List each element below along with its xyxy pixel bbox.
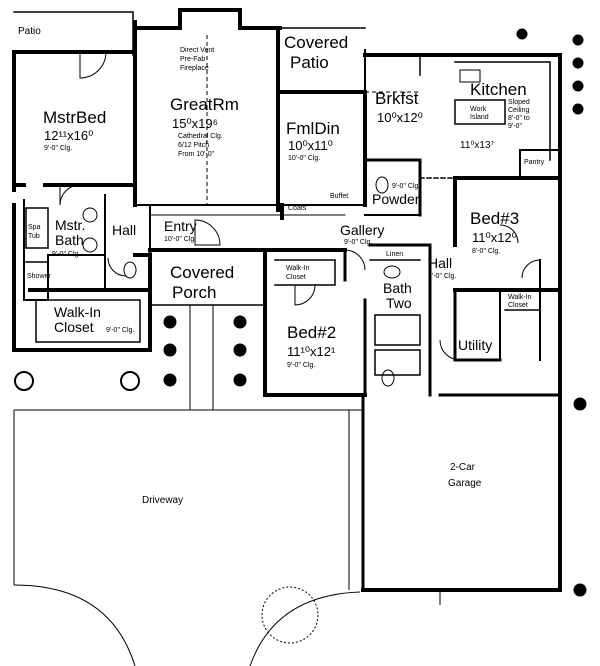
shrub-icon	[573, 397, 587, 411]
walkin-closet-bed2-line-1: Walk-In	[286, 265, 310, 272]
bed3-label: Bed#3	[470, 209, 519, 228]
work-island-line-2: Island	[470, 114, 489, 121]
garage-line-1: 2-Car	[450, 462, 476, 473]
hall-east-clg: 9'-0" Clg.	[428, 273, 456, 280]
greatrm-clg-3: From 10'-0"	[178, 151, 215, 158]
shower-label: Shower	[27, 273, 51, 280]
entry-clg: 10'-0" Clg.	[164, 236, 196, 243]
shrub-icon	[573, 583, 587, 597]
hall-west-label: Hall	[112, 222, 136, 238]
shrub-icon	[163, 343, 177, 357]
shrub-icon	[233, 343, 247, 357]
mstrbed-dim: 12¹¹x16⁰	[44, 128, 93, 143]
coats-label: Coats	[288, 205, 307, 212]
shrub-icon	[233, 373, 247, 387]
shrub-icon	[572, 80, 584, 92]
walkin-closet-mstr-line-2: Closet	[54, 319, 94, 335]
utility-label: Utility	[458, 337, 492, 353]
shrub-icon	[572, 103, 584, 115]
walkin-closet-bed2-line-2: Closet	[286, 274, 306, 281]
shrub-icon	[120, 371, 140, 391]
brkfst-dim: 10⁰x12⁰	[377, 110, 423, 125]
buffet-label: Buffet	[330, 193, 348, 200]
mstr-bath-line-1: Mstr.	[55, 217, 85, 233]
work-island-line-1: Work	[470, 106, 487, 113]
walkin-closet-mstr-line-1: Walk-In	[54, 304, 101, 320]
walls	[12, 8, 562, 592]
entry-label: Entry	[164, 218, 197, 234]
greatrm-dim: 15⁰x19⁶	[172, 116, 218, 131]
covered-porch-line-2: Porch	[172, 283, 216, 302]
shrub-icon	[233, 315, 247, 329]
gallery-clg: 9'-0" Clg.	[344, 239, 372, 246]
driveway-label: Driveway	[142, 495, 183, 506]
bed2-label: Bed#2	[287, 323, 336, 342]
powder-label: Powder	[372, 191, 420, 207]
mstrbed-clg: 9'-0" Clg.	[44, 145, 72, 152]
fmldin-dim: 10⁰x11⁰	[288, 138, 333, 153]
kitchen-clg-1: Sloped	[508, 99, 530, 106]
shrubs	[14, 28, 587, 644]
site-lines	[13, 305, 441, 666]
kitchen-label: Kitchen	[470, 80, 527, 99]
walkin-closet-bed3-line-2: Closet	[508, 302, 528, 309]
fixtures	[82, 69, 481, 387]
kitchen-dim: 11⁰x13⁷	[460, 140, 495, 151]
fireplace-line-1: Direct Vent	[180, 47, 214, 54]
walkin-closet-mstr-clg: 9'-0" Clg.	[106, 327, 134, 334]
kitchen-clg-2: Ceiling	[508, 107, 530, 114]
greatrm-clg-1: Cathedral Clg.	[178, 133, 223, 140]
linen-label: Linen	[386, 251, 403, 258]
mstrbed-label: MstrBed	[43, 108, 106, 127]
greatrm-label: GreatRm	[170, 95, 239, 114]
tree-icon	[261, 586, 319, 644]
bed2-clg: 9'-0" Clg.	[287, 362, 315, 369]
garage-line-2: Garage	[448, 478, 482, 489]
patio-label: Patio	[18, 26, 41, 37]
kitchen-clg-4: 9'-0"	[508, 123, 522, 130]
bath-two-line-2: Two	[386, 295, 412, 311]
bed3-clg: 8'-0" Clg.	[472, 248, 500, 255]
pantry-label: Pantry	[524, 159, 545, 166]
shrub-icon	[572, 34, 584, 46]
mstr-bath-clg: 9'-0" Clg.	[52, 251, 80, 258]
shrub-icon	[163, 315, 177, 329]
kitchen-clg-3: 8'-0" to	[508, 115, 530, 122]
shrub-icon	[14, 371, 34, 391]
walkin-closet-bed3-line-1: Walk-In	[508, 294, 532, 301]
fireplace-line-2: Pre-Fab	[180, 56, 205, 63]
gallery-label: Gallery	[340, 222, 384, 238]
spa-tub-line-2: Tub	[28, 233, 40, 240]
bath-two-line-1: Bath	[383, 280, 412, 296]
powder-clg: 9'-0" Clg.	[392, 183, 420, 190]
door-swings	[59, 51, 541, 361]
spa-tub-line-1: Spa	[28, 224, 41, 231]
fmldin-label: FmlDin	[286, 119, 340, 138]
covered-porch-line-1: Covered	[170, 263, 234, 282]
bed2-dim: 11¹⁰x12¹	[287, 344, 336, 359]
greatrm-clg-2: 6/12 Pitch	[178, 142, 209, 149]
fireplace-line-3: Fireplace	[180, 65, 209, 72]
covered-patio-label-2: Patio	[290, 53, 329, 72]
mstr-bath-line-2: Bath	[55, 232, 84, 248]
brkfst-label: Brkfst	[375, 89, 419, 108]
shrub-icon	[572, 57, 584, 69]
fmldin-clg: 10'-0" Clg.	[288, 155, 320, 162]
bed3-dim: 11⁰x12⁰	[472, 230, 517, 245]
shrub-icon	[516, 28, 528, 40]
shrub-icon	[163, 373, 177, 387]
ceiling-lines	[206, 35, 420, 205]
hall-east-label: Hall	[428, 255, 452, 271]
covered-patio-label-1: Covered	[284, 33, 348, 52]
